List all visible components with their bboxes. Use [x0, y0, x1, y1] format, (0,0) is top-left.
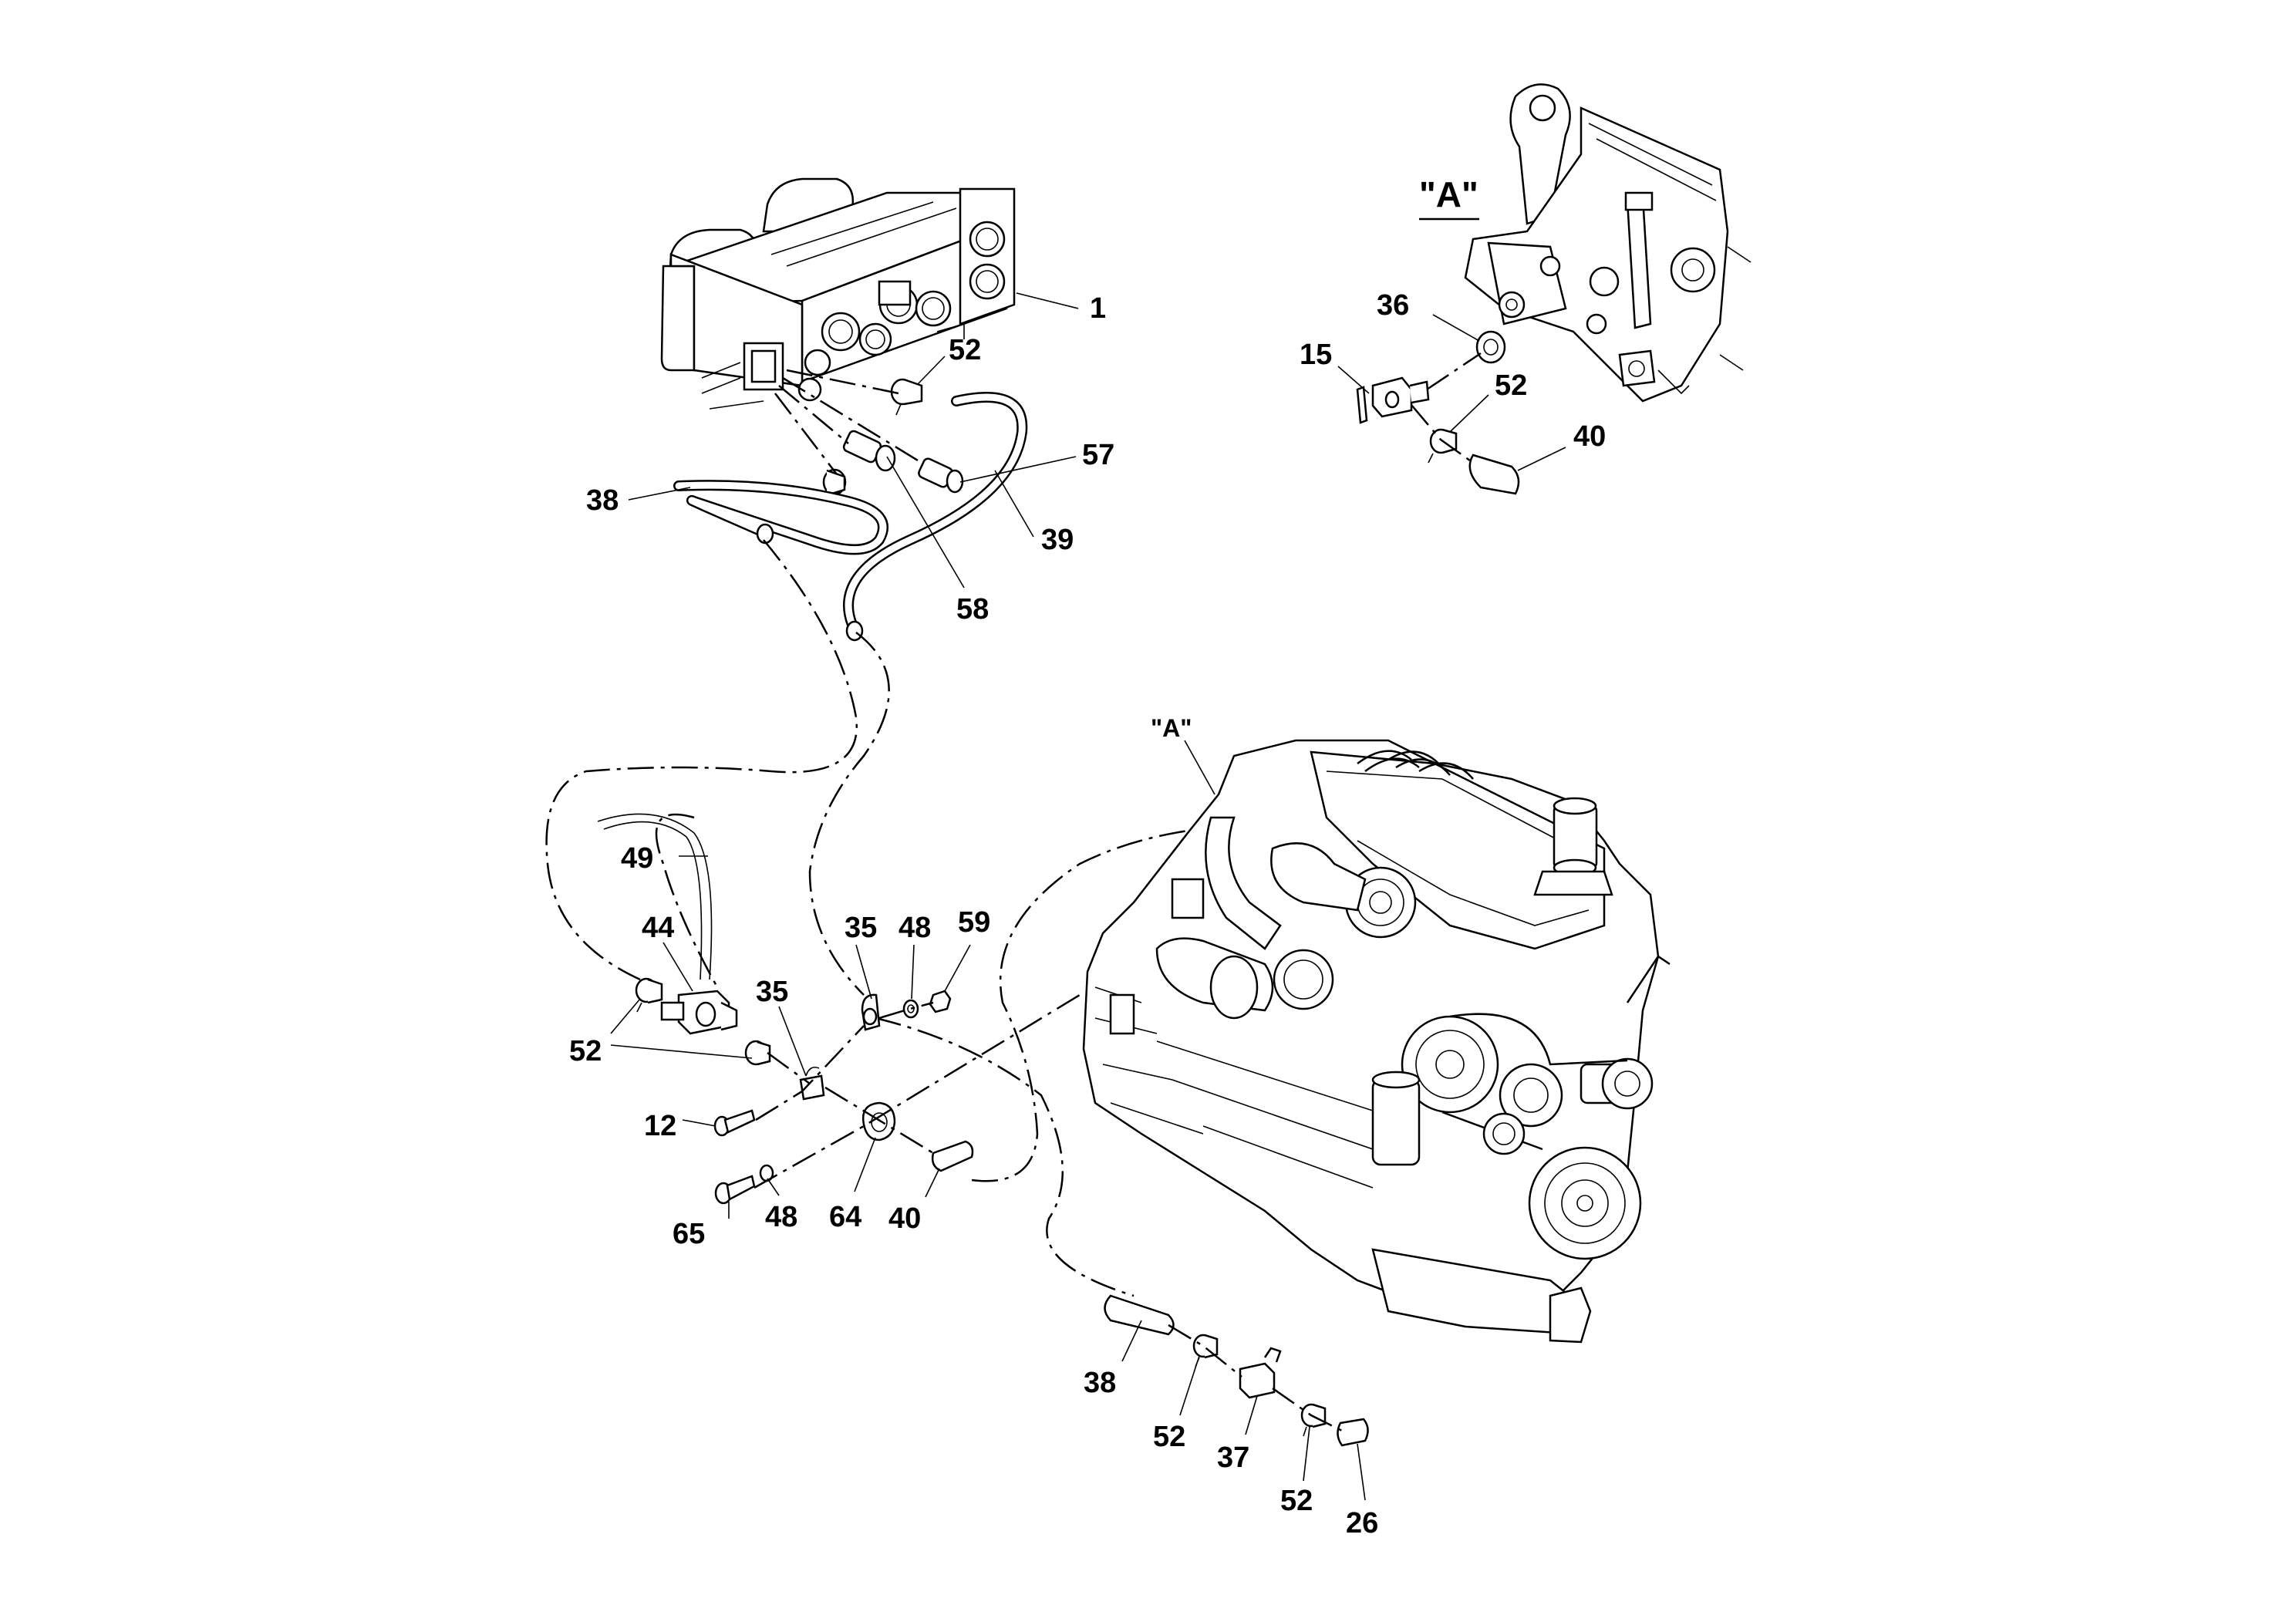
washer-48-top	[902, 999, 919, 1019]
part-label: 52	[1280, 1485, 1313, 1517]
bolt-12	[713, 1109, 756, 1137]
part-label: 57	[1082, 439, 1114, 471]
part-label: 48	[899, 912, 931, 944]
part-label: 52	[1153, 1421, 1185, 1453]
part-label: 40	[1573, 420, 1606, 453]
sleeve-26	[1337, 1418, 1369, 1447]
hose-39	[843, 392, 1028, 642]
part-label: 48	[765, 1201, 797, 1233]
view-label: "A"	[1419, 174, 1478, 214]
valve-37	[1239, 1347, 1282, 1399]
part-label: 35	[845, 912, 877, 944]
adapter-36	[1475, 330, 1506, 364]
part-label: 35	[756, 976, 788, 1008]
part-label: 36	[1377, 289, 1409, 322]
bolt-65	[714, 1175, 756, 1205]
part-label: 59	[958, 906, 990, 939]
part-label: 52	[569, 1035, 602, 1067]
valve-44	[660, 990, 738, 1035]
part-label: 15	[1300, 339, 1332, 371]
part-label: 38	[1084, 1367, 1116, 1399]
sleeve-40-detail	[1468, 454, 1520, 495]
part-labels: 1 52 57 38 39 58 49 44 35 35 48 59 52 12…	[569, 289, 1606, 1539]
part-label: 12	[644, 1110, 676, 1142]
engine	[1082, 739, 1671, 1344]
hose-38-top	[673, 480, 888, 555]
connector-58	[822, 430, 896, 497]
part-label: 39	[1041, 524, 1074, 556]
engine-view-marker: "A"	[1151, 714, 1192, 742]
part-label: 65	[673, 1218, 705, 1250]
part-label: 64	[829, 1201, 861, 1233]
part-label: 26	[1346, 1507, 1378, 1539]
hose-clamp-52-heater	[890, 378, 923, 416]
tap-15	[1356, 376, 1430, 424]
hose-38-bottom	[1104, 1294, 1175, 1336]
sleeve-40-bottom	[931, 1140, 974, 1172]
detail-view-a	[1464, 83, 1752, 403]
part-label: 52	[949, 334, 981, 366]
leader-lines	[610, 292, 1566, 1501]
clamp-64	[861, 1101, 896, 1141]
part-label: 38	[586, 484, 619, 517]
hose-clamp-52-detail	[1428, 428, 1458, 464]
part-label: 1	[1090, 292, 1106, 325]
connector-57	[918, 457, 964, 494]
hose-clamp-52-valve	[635, 977, 771, 1066]
part-label: 58	[956, 593, 989, 626]
heater-unit	[660, 177, 1016, 410]
clamp-35-right	[861, 993, 881, 1031]
part-label: 44	[642, 912, 674, 944]
nut-59	[929, 990, 952, 1013]
part-label: 52	[1495, 369, 1527, 402]
part-label: 37	[1217, 1442, 1249, 1474]
part-label: 49	[621, 842, 653, 875]
hose-49	[597, 813, 713, 980]
part-label: 40	[888, 1202, 921, 1235]
